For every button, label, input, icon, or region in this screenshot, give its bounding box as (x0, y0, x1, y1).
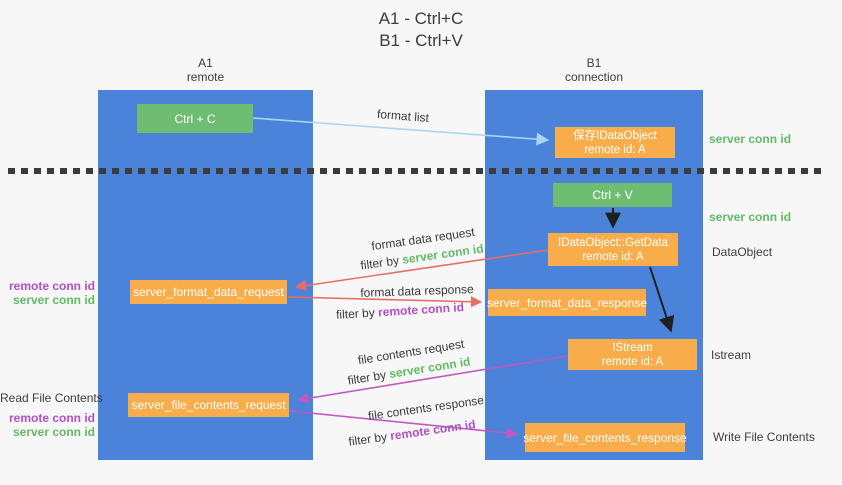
left-read-file-contents-block: Read File Contents remote conn id server… (0, 391, 103, 439)
node-format-response-label: server_format_data_response (486, 295, 648, 310)
format-list-text: format list (376, 106, 430, 126)
right-istream-label: Istream (711, 348, 752, 362)
right-write-file-contents-label: Write File Contents (713, 430, 815, 444)
file-response-filter-label: filter by remote conn id (348, 417, 477, 449)
node-server-file-contents-request: server_file_contents_request (128, 393, 289, 417)
left-remote-conn-id-2: remote conn id (8, 411, 95, 425)
node-save-idataobject: 保存IDataObject remote id: A (555, 127, 675, 158)
filter-by-text: filter by (347, 429, 388, 449)
node-ctrl-v: Ctrl + V (553, 183, 672, 207)
filter-by-text: filter by (335, 305, 376, 322)
column-a1-name: remote (186, 70, 225, 84)
node-ctrl-c: Ctrl + C (137, 104, 253, 133)
title-line-1: A1 - Ctrl+C (378, 9, 464, 28)
left-remote-conn-id: remote conn id (8, 279, 95, 293)
right-server-conn-id-top: server conn id (709, 132, 792, 146)
node-istream: IStream remote id: A (568, 339, 697, 370)
node-save-idataobject-remote-id: remote id: A (584, 143, 646, 156)
filter-by-text: filter by (346, 367, 388, 388)
format-data-response-text: format data response (360, 282, 474, 300)
node-idataobject-getdata: IDataObject::GetData remote id: A (548, 233, 678, 266)
session-separator-line (8, 168, 825, 174)
node-ctrl-v-label: Ctrl + V (592, 188, 633, 202)
filter-by-text: filter by (359, 253, 400, 273)
remote-conn-id-text: remote conn id (377, 300, 465, 320)
node-file-response-label: server_file_contents_response (523, 430, 687, 445)
right-server-conn-id-mid: server conn id (709, 210, 792, 224)
node-getdata-remote-id: remote id: A (582, 250, 644, 263)
remote-conn-id-text: remote conn id (389, 417, 477, 443)
format-data-response-label: format data response (360, 282, 474, 300)
column-header-a1: A1 remote (98, 56, 313, 84)
column-b1-id: B1 (586, 56, 602, 70)
title-line-2: B1 - Ctrl+V (379, 31, 463, 50)
node-server-format-data-response: server_format_data_response (486, 289, 648, 316)
node-getdata-title: IDataObject::GetData (558, 236, 668, 249)
column-b1-name: connection (564, 70, 624, 84)
read-file-contents-label: Read File Contents (0, 391, 103, 405)
column-header-b1: B1 connection (485, 56, 703, 84)
node-server-format-data-request: server_format_data_request (130, 280, 287, 304)
node-istream-title: IStream (612, 341, 653, 354)
left-server-conn-id: server conn id (12, 293, 95, 307)
right-dataobject-label: DataObject (712, 245, 773, 259)
node-save-idataobject-title: 保存IDataObject (573, 129, 657, 142)
diagram-title: A1 - Ctrl+C B1 - Ctrl+V (0, 8, 842, 52)
node-istream-remote-id: remote id: A (601, 355, 664, 368)
node-file-request-label: server_file_contents_request (131, 398, 286, 412)
left-server-conn-id-2: server conn id (12, 425, 95, 439)
node-server-file-contents-response: server_file_contents_response (523, 423, 687, 452)
node-format-request-label: server_format_data_request (133, 285, 284, 299)
left-format-conn-ids: remote conn id server conn id (0, 279, 95, 307)
column-a1-id: A1 (198, 56, 213, 70)
format-list-label: format list (377, 107, 430, 125)
node-ctrl-c-label: Ctrl + C (174, 111, 216, 126)
format-response-filter-label: filter by remote conn id (336, 300, 465, 322)
